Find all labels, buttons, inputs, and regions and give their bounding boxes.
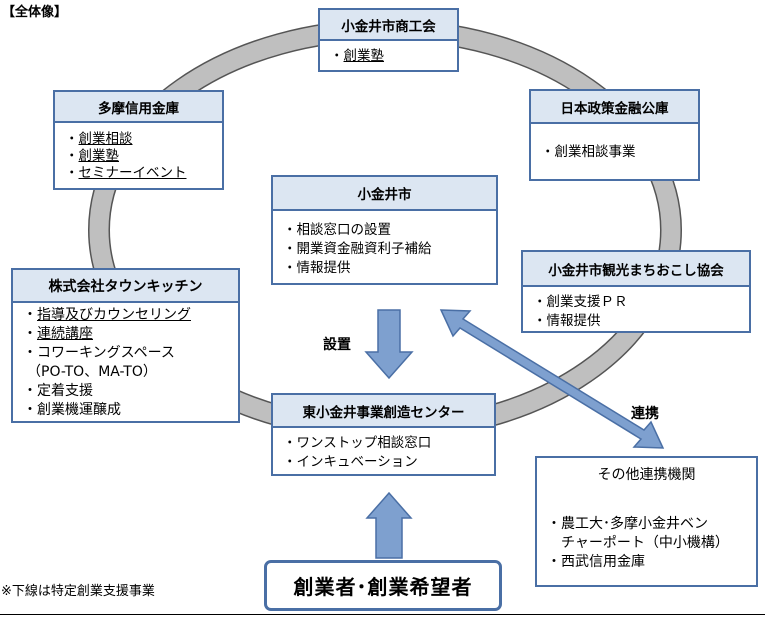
box-city: 小金井市 ・相談窓口の設置 ・開業資金融資利子補給 ・情報提供: [271, 175, 498, 285]
item-sodan-jigyo: 創業相談事業: [554, 144, 636, 160]
box-city-title: 小金井市: [273, 177, 496, 211]
box-tama-title: 多摩信用金庫: [55, 92, 222, 123]
item-madoguchi: 相談窓口の設置: [296, 222, 392, 238]
box-nihon-title: 日本政策金融公庫: [531, 91, 698, 124]
item-joho: 情報提供: [296, 260, 351, 276]
box-other-title: その他連携機関: [597, 467, 696, 483]
box-founder: 創業者･創業希望者: [264, 560, 502, 611]
box-center-title: 東小金井事業創造センター: [273, 395, 494, 428]
item-onestop: ワンストップ相談窓口: [296, 435, 432, 451]
item-coworking: コワーキングスペース: [37, 345, 175, 361]
item-seminar: セミナーイベント: [78, 165, 187, 181]
bottom-divider: [0, 614, 765, 615]
item-seibu: 西武信用金庫: [561, 554, 645, 570]
item-renzoku: 連続講座: [37, 326, 93, 342]
box-other: その他連携機関 ・農工大･多摩小金井ベン チャーポート（中小機構） ・西武信用金…: [535, 456, 758, 587]
box-town-title: 株式会社タウンキッチン: [13, 270, 238, 303]
cooperate-arrow: [439, 309, 665, 449]
item-incubation: インキュベーション: [296, 454, 418, 470]
item-pr: 創業支援ＰＲ: [546, 294, 628, 310]
box-shokokai: 小金井市商工会 ・創業塾: [318, 8, 459, 72]
item-sogyo-sodan: 創業相談: [78, 131, 133, 147]
cooperate-label: 連携: [631, 406, 659, 422]
footnote: ※下線は特定創業支援事業: [1, 584, 155, 599]
box-kanko-title: 小金井市観光まちおこし協会: [523, 252, 749, 287]
item-sogyojuku: 創業塾: [343, 48, 385, 64]
box-nihon: 日本政策金融公庫 ・創業相談事業: [529, 89, 700, 181]
item-sogyojuku: 創業塾: [78, 148, 120, 164]
item-noko: 農工大･多摩小金井ベン: [561, 516, 708, 532]
box-town: 株式会社タウンキッチン ・指導及びカウンセリング ・連続講座 ・コワーキングスペ…: [11, 268, 240, 423]
install-label: 設置: [323, 337, 351, 353]
page-title: 【全体像】: [2, 5, 68, 20]
founder-label: 創業者･創業希望者: [293, 575, 473, 599]
box-kanko: 小金井市観光まちおこし協会 ・創業支援ＰＲ ・情報提供: [521, 250, 751, 333]
item-shido: 指導及びカウンセリング: [37, 307, 191, 323]
item-joho: 情報提供: [546, 313, 601, 329]
item-kiun: 創業機運醸成: [37, 402, 121, 418]
box-center: 東小金井事業創造センター ・ワンストップ相談窓口 ・インキュベーション: [271, 393, 496, 476]
box-shokokai-title: 小金井市商工会: [320, 10, 457, 41]
install-arrow: [364, 309, 414, 380]
box-tama: 多摩信用金庫 ・創業相談 ・創業塾 ・セミナーイベント: [53, 90, 224, 190]
item-chusho: チャーポート（中小機構）: [561, 535, 729, 551]
item-poto: （PO-TO、MA-TO）: [27, 364, 157, 380]
founder-arrow: [365, 491, 413, 559]
item-teichaku: 定着支援: [37, 383, 93, 399]
item-rishi: 開業資金融資利子補給: [296, 241, 432, 257]
